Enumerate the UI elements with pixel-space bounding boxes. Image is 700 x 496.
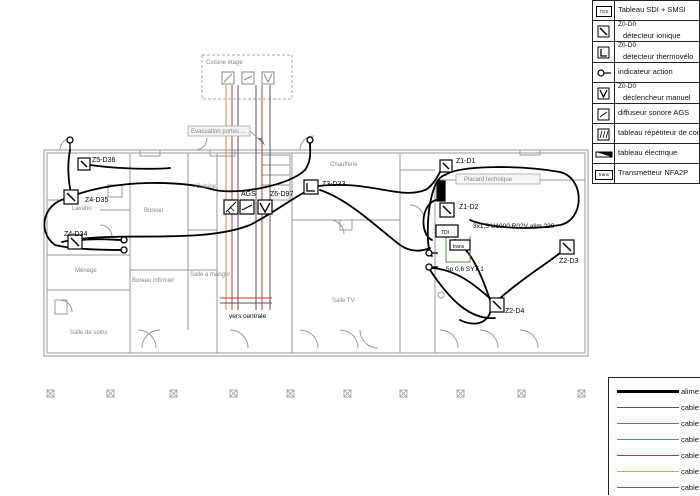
cable-legend-row: cable xyxy=(609,416,700,432)
cable-swatch xyxy=(617,471,679,472)
room-lavabo: Lavabo xyxy=(72,206,92,212)
cable-label: cable xyxy=(681,483,699,492)
legend-text: Tableau SDI + SMSI xyxy=(618,5,686,14)
electrical-panel-icon xyxy=(593,144,615,163)
cable-swatch xyxy=(617,439,679,440)
placard-technique-box xyxy=(455,173,541,185)
room-cuisine: Cuisine xyxy=(196,184,217,190)
device-labels: Z5-D36 Z4-D35 Z4-D34 AGS Z6-D97 Z3-D33 Z… xyxy=(64,157,579,320)
legend-text: déclencheur manuel xyxy=(623,93,691,102)
cable-legend-row: cable xyxy=(609,480,700,496)
legend-item-declencheur: Z0-D0 déclencheur manuel xyxy=(592,82,700,104)
label-z3-d33: Z3-D33 xyxy=(322,181,345,188)
room-salle-a-manger: Salle à manger xyxy=(190,272,230,278)
cable-label: cable xyxy=(681,419,699,428)
label-z4-d35: Z4-D35 xyxy=(85,197,108,204)
label-z2-d4: Z2-D4 xyxy=(505,308,525,315)
cable-legend-row: cable xyxy=(609,432,700,448)
label-z1-d2: Z1-D2 xyxy=(459,204,479,211)
legend-item-thermo: Z0-D0 détecteur thermovélo xyxy=(592,41,700,63)
tds-icon: TDS xyxy=(593,1,615,20)
cable-legend: alime cable cable cable cable cable cabl… xyxy=(608,377,700,495)
label-z5-d36: Z5-D36 xyxy=(92,157,115,164)
cable-swatch xyxy=(617,487,679,488)
ionic-detector-icon xyxy=(593,21,615,41)
note-cable-syt: 5p 0,6 SYT 1 xyxy=(446,266,484,273)
legend-item-tableau: TDS Tableau SDI + SMSI xyxy=(592,0,700,21)
indicator-action-icon xyxy=(593,63,615,82)
marker-row xyxy=(46,389,586,398)
cable-legend-row: cable xyxy=(609,464,700,480)
label-z4-d34: Z4-D34 xyxy=(64,231,87,238)
cable-label: alime xyxy=(681,387,699,396)
legend-text: diffuseur sonore AGS xyxy=(618,108,690,117)
indicator-action-icons xyxy=(66,136,438,271)
label-z6-d97: Z6-D97 xyxy=(270,191,293,198)
label-z2-d3: Z2-D3 xyxy=(559,258,579,265)
transmitter-icon: trans xyxy=(593,164,615,183)
cable-label: cable xyxy=(681,435,699,444)
evacuation-label: Evacuation portes ... xyxy=(191,129,246,135)
note-vers-centrale: vers centrale xyxy=(229,313,267,320)
legend-item-ionique: Z0-D0 détecteur ionique xyxy=(592,20,700,42)
legend-item-tableau-electrique: tableau électrique xyxy=(592,143,700,164)
cuisine-etage-box xyxy=(201,54,293,100)
cable-swatch xyxy=(617,455,679,456)
room-bureau-infirmier: Bureau infirmier xyxy=(132,278,174,284)
room-chaufferie: Chaufferie xyxy=(330,162,358,168)
device-symbols xyxy=(63,157,575,313)
electrical-panel-icon xyxy=(436,180,446,202)
legend-text: tableau électrique xyxy=(618,148,678,157)
cable-legend-row: cable xyxy=(609,400,700,416)
cable-label: cable xyxy=(681,467,699,476)
legend-text: indicateur action xyxy=(618,67,673,76)
thermo-detector-icon xyxy=(593,42,615,62)
legend-code: Z0-D0 xyxy=(618,83,637,90)
room-salle-tv: Salle TV xyxy=(332,298,355,304)
cable-swatch xyxy=(617,390,679,393)
cable-label: cable xyxy=(681,451,699,460)
repeater-panel-icon xyxy=(593,124,615,143)
legend-item-repetiteur: tableau répétiteur de confo xyxy=(592,123,700,144)
room-cuisine-etage: Cuisine étage xyxy=(206,60,243,66)
cable-legend-row: alime xyxy=(609,384,700,400)
label-ags: AGS xyxy=(241,191,256,198)
arrow-icon xyxy=(258,138,265,146)
symbol-legend: TDS Tableau SDI + SMSI Z0-D0 détecteur i… xyxy=(592,0,700,196)
legend-item-diffuseur: diffuseur sonore AGS xyxy=(592,103,700,124)
label-tdi: TDI xyxy=(441,230,449,236)
legend-item-indicateur: indicateur action xyxy=(592,62,700,83)
room-menage: Ménage xyxy=(75,268,97,274)
cable-swatch xyxy=(617,423,679,424)
legend-code: Z0-D0 xyxy=(618,42,637,49)
legend-text: détecteur thermovélo xyxy=(623,52,694,61)
legend-text: détecteur ionique xyxy=(623,31,681,40)
label-trans: trans xyxy=(453,244,465,250)
room-salle-de-soins: Salle de soins xyxy=(70,330,107,336)
room-placard-technique: Placard technique xyxy=(464,177,513,183)
sounder-icon xyxy=(593,104,615,123)
legend-text: Transmetteur NFA2P xyxy=(618,168,689,177)
cuisine-etage-symbols xyxy=(221,71,275,85)
transmitter-icon xyxy=(449,239,471,251)
cable-legend-row: cable xyxy=(609,448,700,464)
legend-code: Z0-D0 xyxy=(618,21,637,28)
legend-item-transmetteur: trans Transmetteur NFA2P xyxy=(592,163,700,184)
tdi-panel-icon xyxy=(435,224,459,238)
cable-label: cable xyxy=(681,403,699,412)
legend-text: tableau répétiteur de confo xyxy=(618,128,700,137)
cable-swatch xyxy=(617,407,679,408)
label-z1-d1: Z1-D1 xyxy=(456,158,476,165)
risers xyxy=(220,85,272,310)
room-bureau: Bureau xyxy=(144,208,163,214)
room-labels: Cuisine étage Cuisine Bureau Chaufferie … xyxy=(70,60,513,336)
note-cable-alim: 3x1,5 U1000 R02V alim 220 xyxy=(473,223,555,230)
manual-call-point-icon xyxy=(593,83,615,103)
wiring xyxy=(43,141,580,325)
